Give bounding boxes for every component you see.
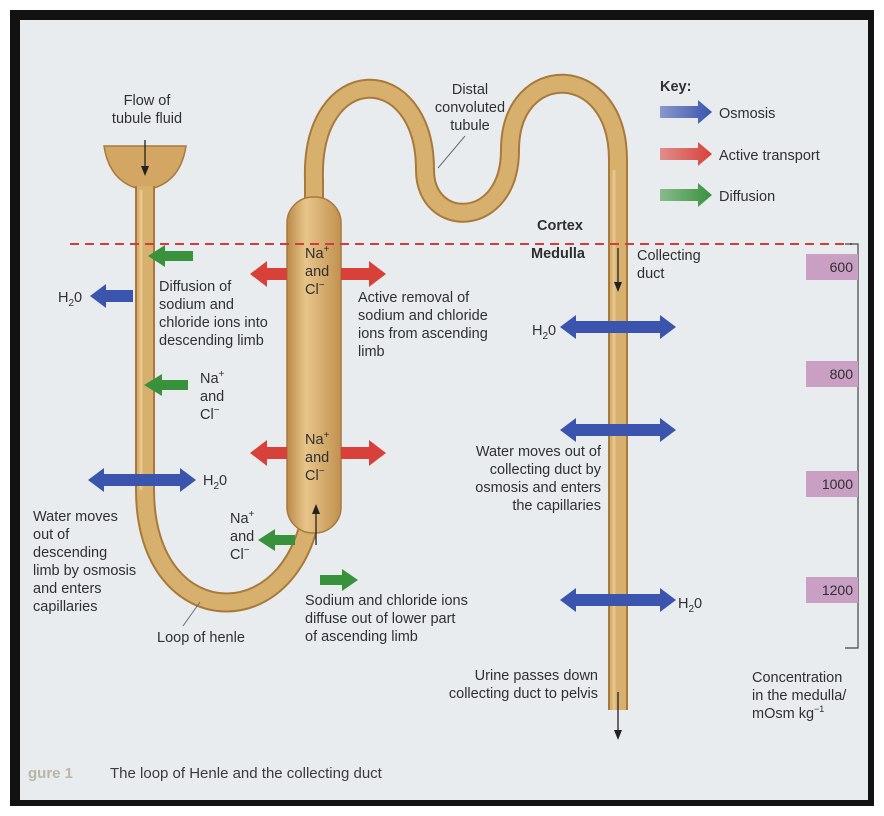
- diffusion-arrow: [320, 569, 358, 591]
- diffusion-desc-4: descending limb: [159, 333, 264, 349]
- h2o-label: H20: [203, 473, 227, 492]
- svg-text:and: and: [230, 529, 254, 545]
- diffusion-desc-1: Diffusion of: [159, 279, 232, 295]
- osmosis-arrow: [90, 284, 133, 308]
- concentration-scale: 600 800 1000 1200 Concentration in the m…: [752, 243, 859, 722]
- flow-label-1: Flow of: [124, 93, 172, 109]
- conc-value-1000: 1000: [822, 476, 853, 492]
- legend-item-diffusion: Diffusion: [660, 183, 775, 207]
- conc-box-1000: [806, 471, 858, 497]
- water-desc-6: capillaries: [33, 599, 97, 615]
- sodium-out-desc-2: diffuse out of lower part: [305, 611, 455, 627]
- active-transport-arrow: [250, 440, 287, 466]
- active-transport-arrow: [250, 261, 287, 287]
- legend-label-diffusion: Diffusion: [719, 189, 775, 205]
- conc-value-800: 800: [830, 366, 854, 382]
- sodium-out-desc-3: of ascending limb: [305, 629, 418, 645]
- urine-desc-1: Urine passes down: [475, 668, 598, 684]
- water-coll-desc-4: the capillaries: [512, 498, 601, 514]
- conc-value-600: 600: [830, 259, 854, 275]
- svg-text:and: and: [305, 450, 329, 466]
- distal-label-3: tubule: [450, 118, 490, 134]
- thick-ascending-limb: [286, 196, 342, 534]
- figure-caption: gure 1 The loop of Henle and the collect…: [28, 765, 383, 782]
- water-desc-3: descending: [33, 545, 107, 561]
- svg-text:H20: H20: [678, 596, 702, 615]
- loop-of-henle-label: Loop of henle: [157, 630, 245, 646]
- svg-text:Cl−: Cl−: [230, 545, 250, 563]
- diffusion-arrow: [148, 245, 193, 267]
- active-transport-arrow: [341, 261, 386, 287]
- water-coll-desc-2: collecting duct by: [490, 462, 602, 478]
- water-coll-desc-3: osmosis and enters: [475, 480, 601, 496]
- ion-label-group: Na+ and Cl−: [305, 430, 330, 484]
- active-desc-1: Active removal of: [358, 290, 470, 306]
- svg-text:H20: H20: [58, 290, 82, 309]
- legend-label-active-transport: Active transport: [719, 148, 820, 164]
- urine-desc-2: collecting duct to pelvis: [449, 686, 598, 702]
- legend-label-osmosis: Osmosis: [719, 106, 775, 122]
- svg-text:Cl−: Cl−: [200, 405, 220, 423]
- tubule-structure: [103, 73, 628, 740]
- flow-label-2: tubule fluid: [112, 111, 182, 127]
- active-desc-3: ions from ascending: [358, 326, 488, 342]
- medulla-label: Medulla: [531, 246, 586, 262]
- diffusion-desc-2: sodium and: [159, 297, 234, 313]
- distal-label-1: Distal: [452, 82, 488, 98]
- caption-figure-number: gure 1: [28, 765, 73, 782]
- water-desc-5: and enters: [33, 581, 102, 597]
- conc-box-600: [806, 254, 858, 280]
- conc-label-3: mOsm kg−1: [752, 704, 824, 722]
- svg-text:and: and: [305, 264, 329, 280]
- water-coll-desc-1: Water moves out of: [476, 444, 602, 460]
- svg-text:H20: H20: [532, 323, 556, 342]
- svg-text:Na+: Na+: [200, 369, 225, 387]
- svg-text:Na+: Na+: [305, 244, 330, 262]
- active-desc-2: sodium and chloride: [358, 308, 488, 324]
- svg-text:Na+: Na+: [305, 430, 330, 448]
- water-desc-2: out of: [33, 527, 70, 543]
- conc-box-800: [806, 361, 858, 387]
- black-frame: Flow of tubule fluid Distal convoluted t…: [10, 10, 874, 806]
- diffusion-arrow: [144, 374, 188, 396]
- ion-label-group: Na+ and Cl−: [230, 509, 255, 563]
- diffusion-desc-3: chloride ions into: [159, 315, 268, 331]
- distal-label-2: convoluted: [435, 100, 505, 116]
- osmosis-arrow: [560, 418, 676, 442]
- h2o-label: H20: [532, 323, 556, 342]
- caption-text: The loop of Henle and the collecting duc…: [110, 765, 383, 782]
- osmosis-arrow: [560, 588, 676, 612]
- ion-label-group: Na+ and Cl−: [305, 244, 330, 298]
- water-desc-4: limb by osmosis: [33, 563, 136, 579]
- water-desc-1: Water moves: [33, 509, 118, 525]
- svg-text:and: and: [200, 389, 224, 405]
- active-transport-arrow: [341, 440, 386, 466]
- textbook-page: Flow of tubule fluid Distal convoluted t…: [20, 20, 868, 800]
- h2o-label: H20: [58, 290, 82, 309]
- conc-value-1200: 1200: [822, 582, 853, 598]
- diffusion-arrow: [258, 529, 295, 551]
- collecting-label-1: Collecting: [637, 248, 701, 264]
- active-desc-4: limb: [358, 344, 385, 360]
- osmosis-arrow: [560, 315, 676, 339]
- collecting-label-2: duct: [637, 266, 664, 282]
- conc-label-2: in the medulla/: [752, 688, 847, 704]
- cortex-label: Cortex: [537, 218, 583, 234]
- conc-box-1200: [806, 577, 858, 603]
- svg-text:H20: H20: [203, 473, 227, 492]
- ion-label-group: Na+ and Cl−: [200, 369, 225, 423]
- svg-text:Na+: Na+: [230, 509, 255, 527]
- legend-item-osmosis: Osmosis: [660, 100, 775, 124]
- osmosis-arrow: [88, 468, 196, 492]
- legend-title: Key:: [660, 79, 691, 95]
- legend: Key: Osmosis Active transport Diffusion: [660, 79, 820, 207]
- svg-text:Cl−: Cl−: [305, 280, 325, 298]
- conc-label-1: Concentration: [752, 670, 842, 686]
- svg-text:Cl−: Cl−: [305, 466, 325, 484]
- kidney-diagram: Flow of tubule fluid Distal convoluted t…: [28, 73, 859, 782]
- h2o-label: H20: [678, 596, 702, 615]
- sodium-out-desc-1: Sodium and chloride ions: [305, 593, 468, 609]
- legend-item-active-transport: Active transport: [660, 142, 820, 166]
